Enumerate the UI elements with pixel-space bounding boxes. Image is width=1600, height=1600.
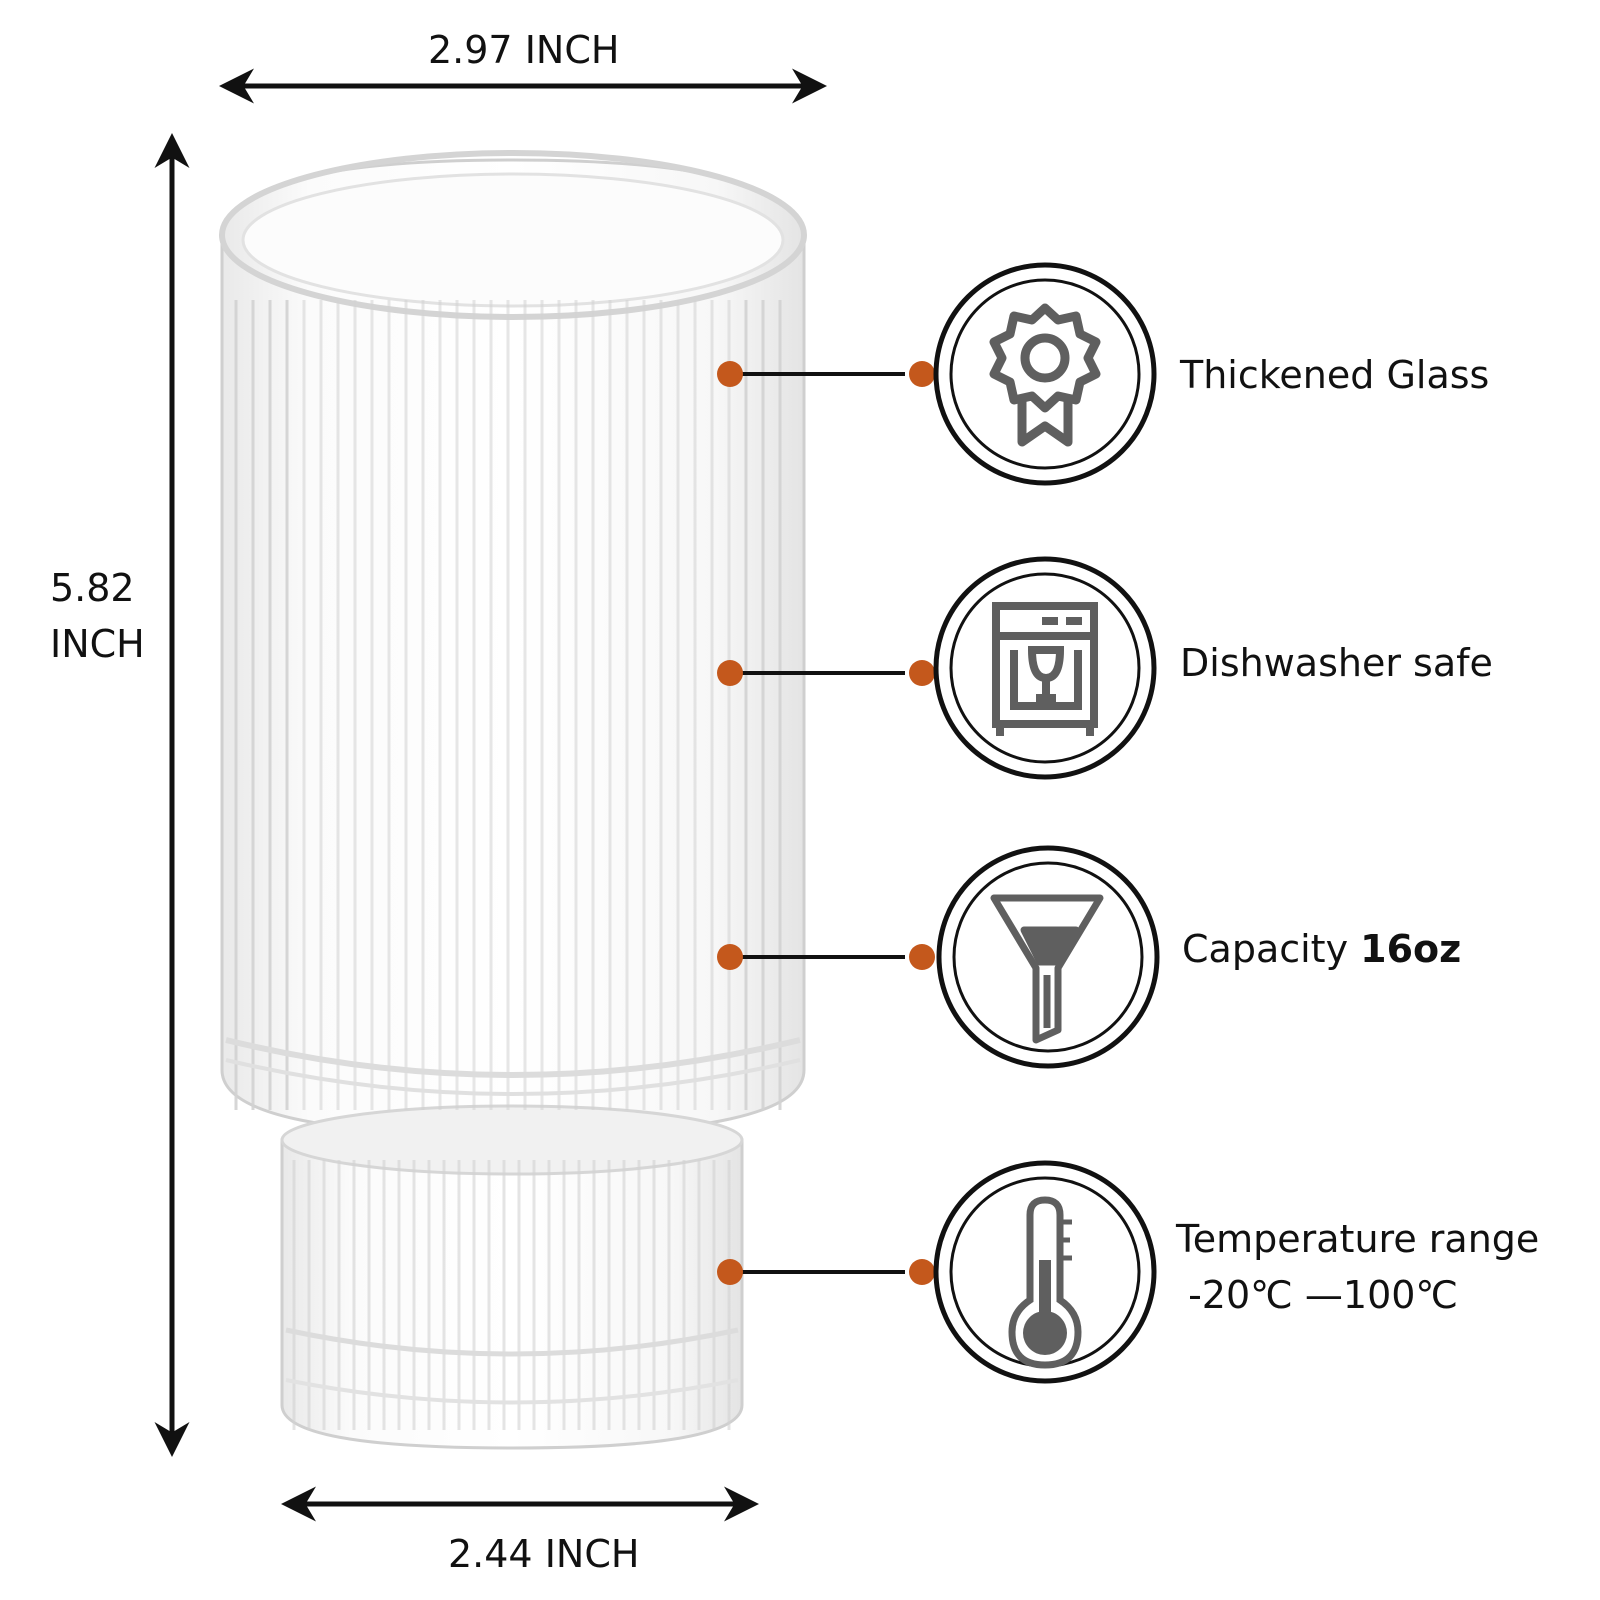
capacity-prefix: Capacity <box>1182 927 1361 971</box>
height-label-unit: INCH <box>50 622 145 666</box>
callout-connector-4 <box>717 1259 935 1285</box>
feature-icon-circle-4 <box>933 1160 1157 1384</box>
thermometer-icon <box>1008 1196 1082 1369</box>
ribbed-glass <box>219 150 807 1450</box>
callout-connector-3 <box>717 944 935 970</box>
feature-icon-circle-2 <box>933 556 1157 780</box>
top-width-label: 2.97 INCH <box>428 28 620 72</box>
height-label-value: 5.82 <box>50 566 135 610</box>
callout-connector-1 <box>717 361 935 387</box>
feature-label-dishwasher-safe: Dishwasher safe <box>1180 641 1493 685</box>
badge-icon <box>989 303 1101 447</box>
dishwasher-icon <box>992 602 1098 736</box>
capacity-value: 16oz <box>1360 927 1462 971</box>
feature-label-temperature-range: -20℃ —100℃ <box>1176 1273 1459 1317</box>
feature-icon-circle-1 <box>933 262 1157 486</box>
feature-label-temperature: Temperature range <box>1176 1217 1540 1261</box>
bottom-width-label: 2.44 INCH <box>448 1532 640 1576</box>
feature-label-thickened-glass: Thickened Glass <box>1180 353 1490 397</box>
feature-label-capacity: Capacity 16oz <box>1182 922 1461 977</box>
callout-connector-2 <box>717 660 935 686</box>
feature-icon-circle-3 <box>936 845 1160 1069</box>
funnel-icon <box>990 894 1104 1044</box>
